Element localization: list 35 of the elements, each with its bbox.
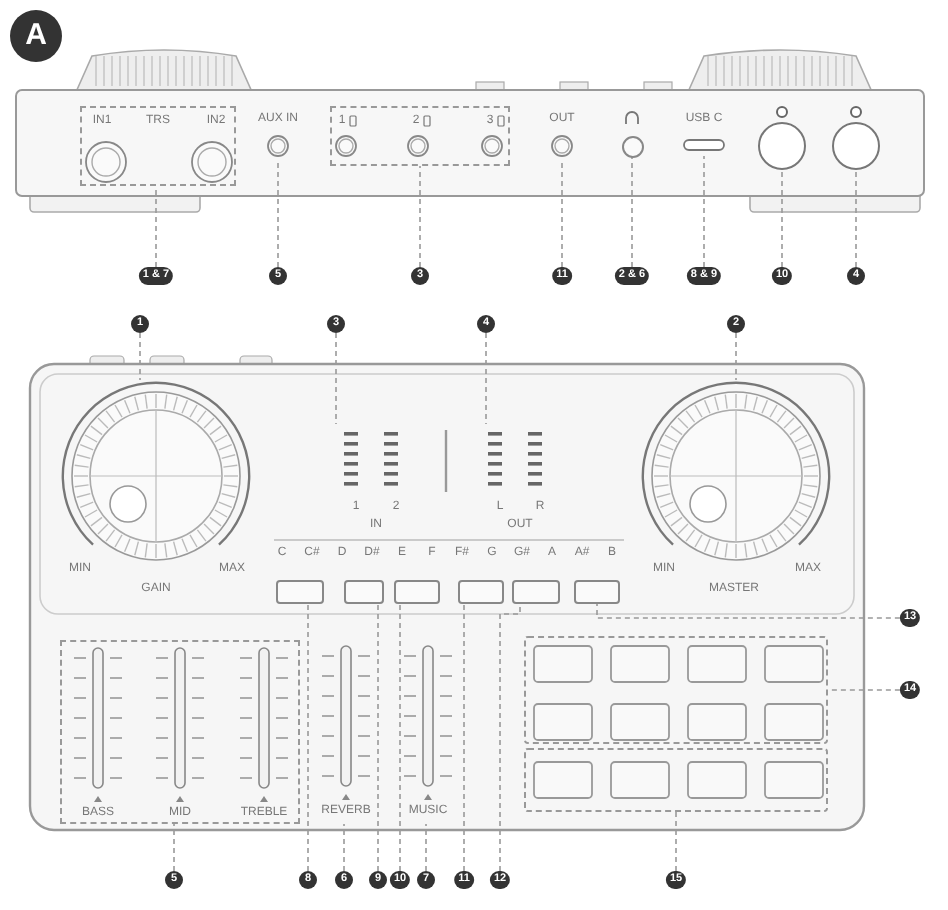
pad-group-outline xyxy=(524,748,828,812)
leader-line xyxy=(735,332,737,381)
leader-line xyxy=(155,185,157,268)
leader-line xyxy=(463,603,465,872)
pad-group-outline xyxy=(524,636,828,744)
leader-line xyxy=(781,169,783,268)
leader-line xyxy=(631,156,633,268)
leader-line xyxy=(425,823,427,872)
leader-line xyxy=(419,165,421,268)
input-group-outline xyxy=(80,106,236,186)
leader-line xyxy=(139,332,141,381)
effect-button xyxy=(344,580,384,604)
leader-line xyxy=(499,603,521,872)
jack-group-outline xyxy=(330,106,510,166)
leader-line xyxy=(561,159,563,268)
leader-line xyxy=(675,811,677,872)
effect-button xyxy=(574,580,620,604)
effect-button xyxy=(276,580,324,604)
leader-line xyxy=(173,823,175,872)
eq-group-outline xyxy=(60,640,300,824)
effect-button xyxy=(458,580,504,604)
leader-line xyxy=(596,603,901,619)
leader-line xyxy=(703,155,705,268)
leader-line xyxy=(377,603,379,872)
effect-button xyxy=(512,580,560,604)
leader-line xyxy=(335,332,337,425)
leader-line xyxy=(343,823,345,872)
leader-line xyxy=(277,159,279,268)
leader-line xyxy=(485,332,487,425)
leader-line xyxy=(855,169,857,268)
section-letter: A xyxy=(25,20,47,52)
effect-button xyxy=(394,580,440,604)
leader-line xyxy=(399,603,401,872)
leader-line xyxy=(827,689,901,691)
leader-line xyxy=(307,603,309,872)
